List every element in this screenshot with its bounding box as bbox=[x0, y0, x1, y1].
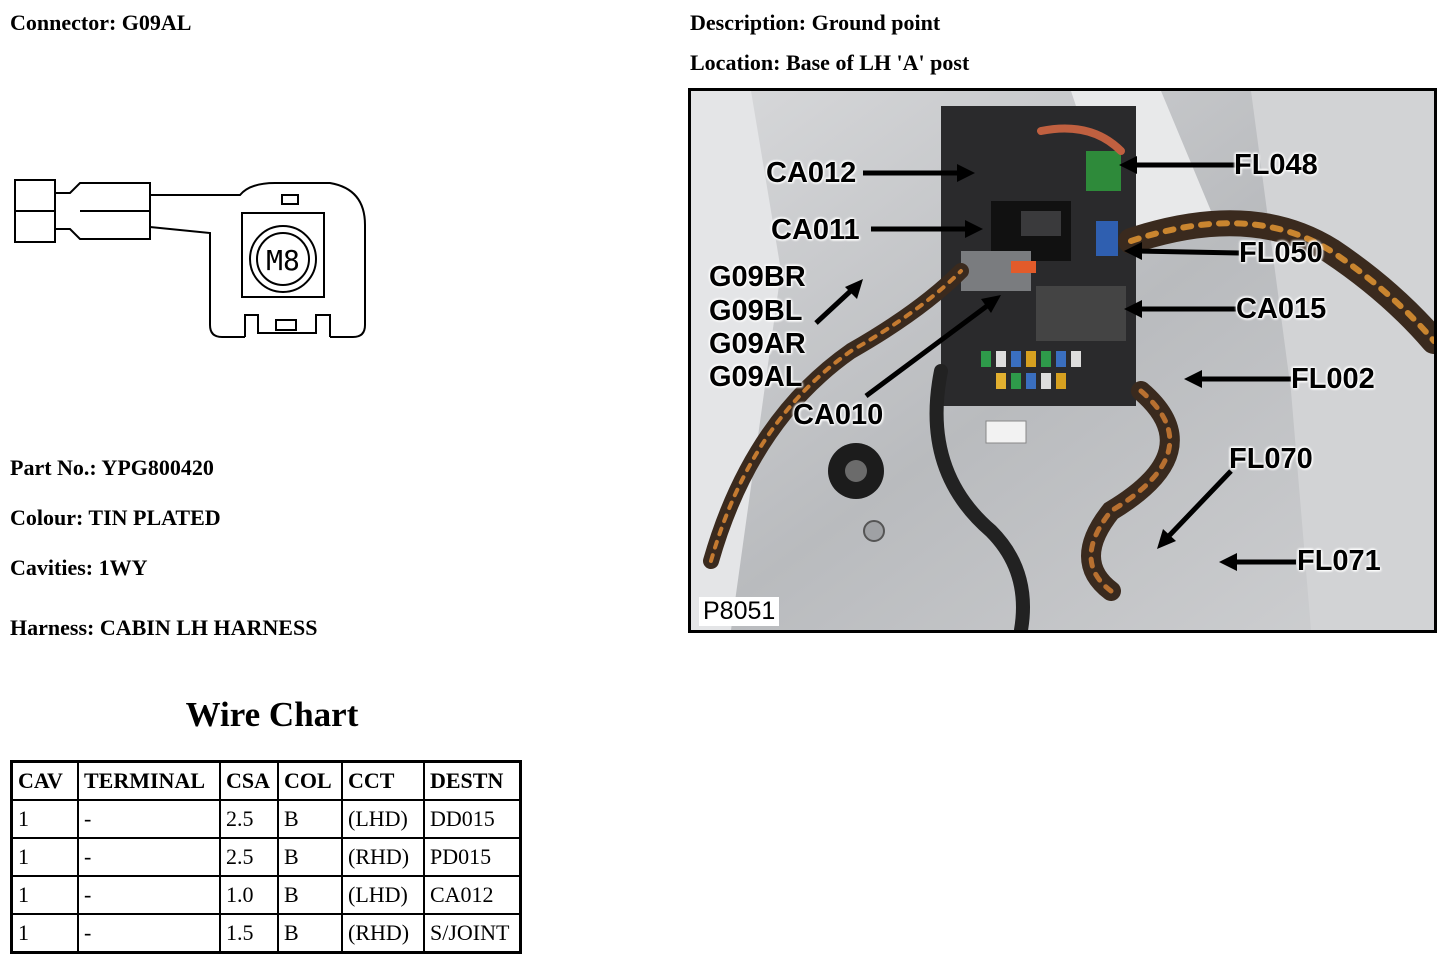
table-cell: - bbox=[77, 837, 221, 877]
table-cell: 1 bbox=[10, 799, 79, 839]
column-header: TERMINAL bbox=[77, 760, 221, 801]
table-cell: 1.0 bbox=[219, 875, 279, 915]
callout-fl048: FL048 bbox=[1234, 149, 1318, 181]
table-cell: (LHD) bbox=[341, 799, 425, 839]
table-cell: (RHD) bbox=[341, 913, 425, 954]
wire-chart-table: CAV TERMINAL CSA COL CCT DESTN 1 - 2.5 B… bbox=[10, 760, 522, 954]
table-cell: 2.5 bbox=[219, 799, 279, 839]
table-cell: - bbox=[77, 913, 221, 954]
description-field: Description: Ground point bbox=[690, 10, 941, 35]
callout-fl050: FL050 bbox=[1239, 237, 1323, 269]
table-cell: (LHD) bbox=[341, 875, 425, 915]
callout-g09br: G09BR bbox=[709, 261, 806, 293]
column-header: CSA bbox=[219, 760, 279, 801]
connector-heading: Connector: G09AL bbox=[10, 10, 192, 35]
callout-ca015: CA015 bbox=[1236, 293, 1327, 325]
table-cell: B bbox=[277, 875, 343, 915]
table-cell: - bbox=[77, 875, 221, 915]
table-cell: (RHD) bbox=[341, 837, 425, 877]
colour-field: Colour: TIN PLATED bbox=[10, 505, 221, 530]
callout-fl070: FL070 bbox=[1229, 443, 1313, 475]
column-header: CCT bbox=[341, 760, 425, 801]
photo-id-label: P8051 bbox=[699, 597, 780, 626]
table-row: 1 - 2.5 B (LHD) DD015 bbox=[10, 799, 522, 839]
table-cell: 2.5 bbox=[219, 837, 279, 877]
connector-drawing: M8 bbox=[14, 179, 366, 338]
table-cell: CA012 bbox=[423, 875, 522, 915]
engine-bay-illustration bbox=[691, 91, 1434, 630]
table-row: 1 - 2.5 B (RHD) PD015 bbox=[10, 837, 522, 877]
column-header: COL bbox=[277, 760, 343, 801]
wire-chart-title: Wire Chart bbox=[185, 695, 359, 734]
callout-fl071: FL071 bbox=[1297, 545, 1381, 577]
table-cell: 1.5 bbox=[219, 913, 279, 954]
part-number-field: Part No.: YPG800420 bbox=[10, 455, 214, 480]
terminal-size-label: M8 bbox=[266, 244, 300, 277]
table-row: 1 - 1.5 B (RHD) S/JOINT bbox=[10, 913, 522, 954]
table-cell: B bbox=[277, 913, 343, 954]
table-cell: DD015 bbox=[423, 799, 522, 839]
table-row: 1 - 1.0 B (LHD) CA012 bbox=[10, 875, 522, 915]
table-cell: - bbox=[77, 799, 221, 839]
callout-fl002: FL002 bbox=[1291, 363, 1375, 395]
callout-g09bl: G09BL bbox=[709, 295, 803, 327]
table-cell: 1 bbox=[10, 875, 79, 915]
table-cell: S/JOINT bbox=[423, 913, 522, 954]
callout-g09ar: G09AR bbox=[709, 328, 806, 360]
callout-ca010: CA010 bbox=[793, 399, 884, 431]
callout-ca011: CA011 bbox=[771, 214, 860, 246]
table-cell: 1 bbox=[10, 837, 79, 877]
table-header-row: CAV TERMINAL CSA COL CCT DESTN bbox=[10, 760, 522, 801]
callout-ca012: CA012 bbox=[766, 157, 857, 189]
table-cell: B bbox=[277, 799, 343, 839]
cavities-field: Cavities: 1WY bbox=[10, 555, 148, 580]
table-cell: 1 bbox=[10, 913, 79, 954]
column-header: CAV bbox=[10, 760, 79, 801]
table-cell: PD015 bbox=[423, 837, 522, 877]
harness-field: Harness: CABIN LH HARNESS bbox=[10, 615, 318, 640]
table-cell: B bbox=[277, 837, 343, 877]
callout-g09al: G09AL bbox=[709, 361, 803, 393]
location-field: Location: Base of LH 'A' post bbox=[690, 50, 970, 75]
column-header: DESTN bbox=[423, 760, 522, 801]
location-photo: CA012 CA011 G09BR G09BL G09AR G09AL CA01… bbox=[688, 88, 1437, 633]
